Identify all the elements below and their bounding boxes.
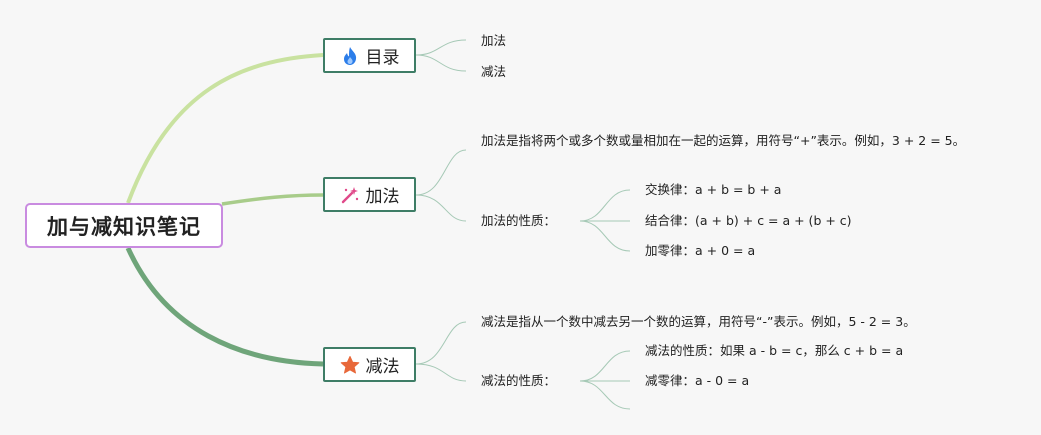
connector-jiafa-definition — [415, 149, 467, 196]
connector-jiafa-prop-3 — [579, 220, 631, 252]
jiafa-property-commutative[interactable]: 交换律：a + b = b + a — [645, 182, 782, 197]
jianfa-property-zero[interactable]: 减零律：a - 0 = a — [645, 373, 750, 388]
connector-jianfa-properties — [415, 363, 467, 382]
connector-mulu-item-2 — [415, 54, 467, 72]
jiafa-definition[interactable]: 加法是指将两个或多个数或量相加在一起的运算，用符号“+”表示。例如，3 + 2 … — [481, 133, 966, 148]
branch-mulu-label: 目录 — [365, 48, 400, 68]
jianfa-properties-label[interactable]: 减法的性质： — [481, 373, 557, 388]
jianfa-definition[interactable]: 减法是指从一个数中减去另一个数的运算，用符号“-”表示。例如，5 - 2 = 3… — [481, 314, 916, 329]
connector-jianfa-definition — [415, 321, 467, 365]
root-topic-label: 加与减知识笔记 — [47, 214, 201, 239]
magic-wand-icon — [340, 185, 360, 205]
jiafa-property-zero[interactable]: 加零律：a + 0 = a — [645, 243, 756, 258]
connector-mulu-item-1 — [415, 39, 467, 56]
fire-icon — [340, 46, 360, 66]
branch-jianfa-label: 减法 — [365, 357, 400, 377]
connector-jiafa-prop-1 — [579, 189, 631, 222]
branch-mulu[interactable]: 目录 — [323, 38, 416, 73]
jiafa-properties-label[interactable]: 加法的性质： — [481, 213, 557, 228]
branch-jiafa-label: 加法 — [365, 187, 400, 207]
connector-root-to-jianfa — [125, 246, 324, 367]
root-topic[interactable]: 加与减知识笔记 — [25, 203, 223, 248]
star-icon — [340, 355, 360, 375]
connector-jiafa-properties — [415, 194, 467, 222]
connector-jianfa-prop-1 — [579, 350, 631, 382]
connector-jianfa-prop-3 — [579, 380, 631, 410]
jianfa-property-inverse[interactable]: 减法的性质：如果 a - b = c，那么 c + b = a — [645, 343, 904, 358]
connector-root-to-jiafa — [221, 193, 324, 206]
mulu-item-jianfa[interactable]: 减法 — [481, 64, 507, 79]
mulu-item-jiafa[interactable]: 加法 — [481, 33, 507, 48]
jiafa-property-associative[interactable]: 结合律：(a + b) + c = a + (b + c) — [645, 213, 852, 228]
branch-jianfa[interactable]: 减法 — [323, 347, 416, 382]
connector-root-to-mulu — [126, 53, 324, 204]
branch-jiafa[interactable]: 加法 — [323, 177, 416, 212]
